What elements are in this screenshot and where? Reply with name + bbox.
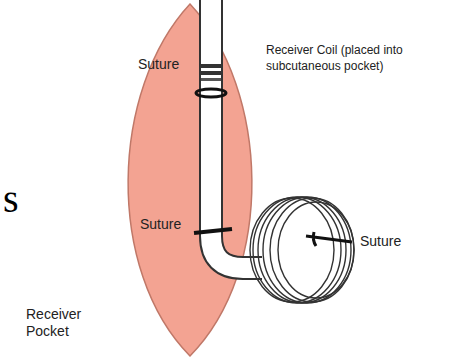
callout-label: Suture	[360, 233, 430, 249]
callout-label: Receiver Coil (placed into subcutaneous …	[266, 42, 416, 74]
receiver-pocket	[128, 4, 252, 356]
suture	[306, 232, 352, 246]
lead-band	[201, 78, 221, 81]
callout-label: Receiver Pocket	[26, 306, 98, 340]
suture	[196, 89, 226, 97]
slide-fragment: s	[3, 178, 33, 220]
receiver-coil	[250, 197, 354, 303]
callout-label: Suture	[138, 56, 198, 72]
lead-band	[201, 64, 221, 68]
callout-label: Suture	[140, 216, 200, 232]
suture	[194, 229, 232, 233]
lead-band	[201, 71, 221, 75]
